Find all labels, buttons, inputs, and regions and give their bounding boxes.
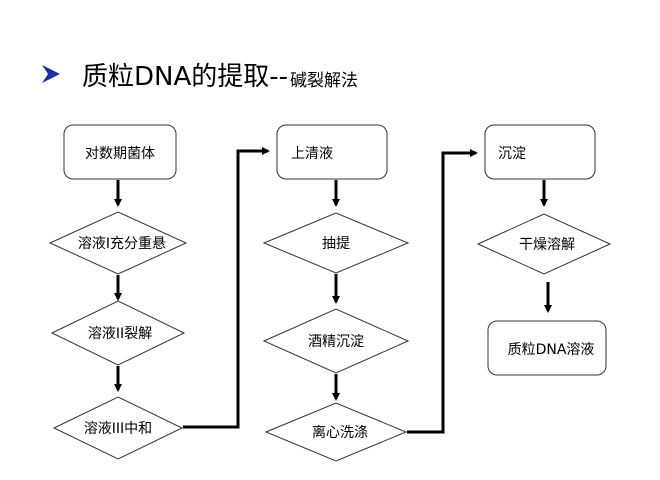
title-sub: 碱裂解法 [290, 70, 359, 91]
connector-2-3 [407, 149, 478, 434]
title-main: 质粒DNA的提取-- [82, 61, 289, 92]
node-log-phase-label: 对数期菌体 [85, 146, 155, 162]
node-extract-label: 抽提 [322, 236, 350, 252]
node-sol1-label: 溶液I充分重悬 [78, 236, 166, 252]
node-result: 质粒DNA溶液 [487, 320, 607, 376]
arrowhead-bullet-icon [42, 65, 60, 83]
node-sol2: 溶液II裂解 [50, 300, 186, 366]
node-centrifuge: 离心洗涤 [264, 402, 408, 462]
node-precipitate: 沉淀 [484, 124, 596, 180]
node-extract: 抽提 [262, 212, 410, 274]
connector-1-2 [183, 147, 270, 429]
node-sol3: 溶液III中和 [52, 396, 184, 460]
node-centrifuge-label: 离心洗涤 [312, 424, 368, 441]
node-alcohol-label: 酒精沉淀 [308, 334, 364, 350]
node-dry: 干燥溶解 [476, 213, 612, 275]
node-sol1: 溶液I充分重悬 [48, 211, 188, 275]
node-result-label: 质粒DNA溶液 [508, 342, 595, 358]
slide-title: 质粒DNA的提取-- 碱裂解法 [40, 52, 358, 96]
node-log-phase: 对数期菌体 [63, 124, 177, 180]
node-supernatant-label: 上清液 [291, 146, 333, 162]
node-supernatant: 上清液 [276, 124, 388, 180]
node-dry-label: 干燥溶解 [519, 237, 575, 253]
node-alcohol: 酒精沉淀 [262, 308, 410, 374]
node-precipitate-label: 沉淀 [498, 146, 526, 162]
node-sol3-label: 溶液III中和 [84, 421, 152, 437]
node-sol2-label: 溶液II裂解 [88, 326, 152, 342]
